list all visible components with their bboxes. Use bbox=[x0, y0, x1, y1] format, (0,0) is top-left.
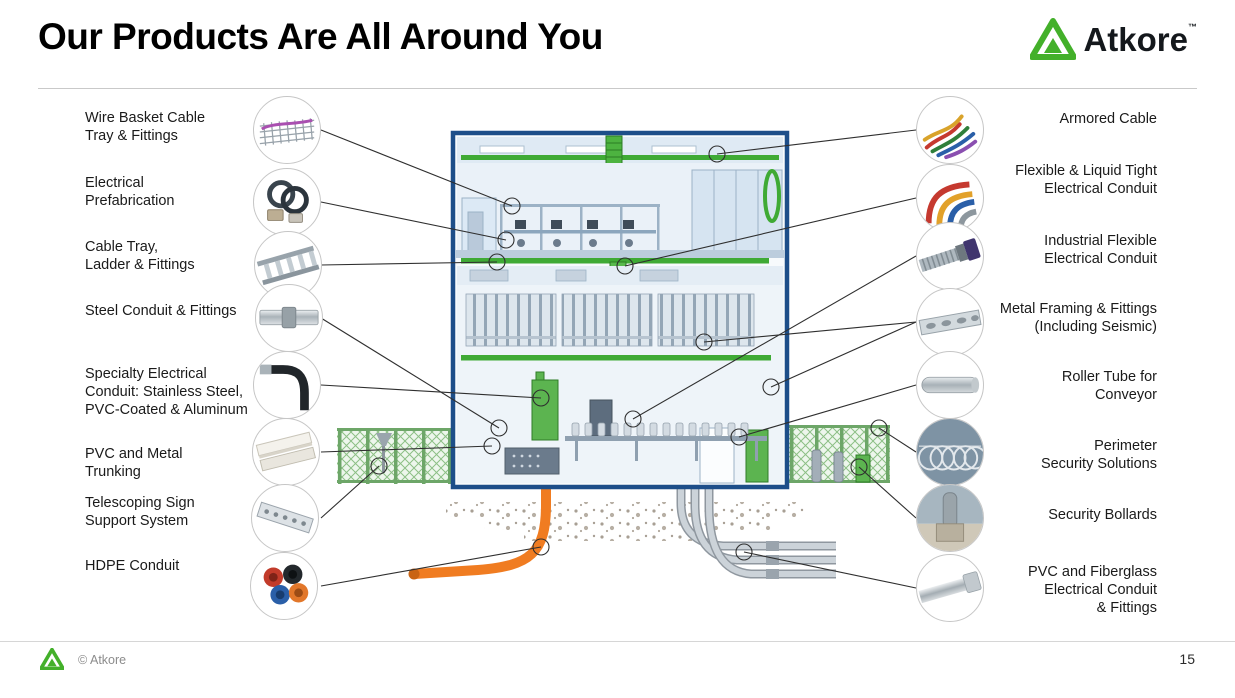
vertical-cable-tray bbox=[605, 135, 623, 165]
label-specialty-conduit: Specialty Electrical Conduit: Stainless … bbox=[85, 366, 248, 418]
thumb-steel-conduit bbox=[255, 284, 323, 352]
electrical-prefabrication-icon bbox=[267, 180, 309, 223]
thumb-hdpe-conduit bbox=[250, 552, 318, 620]
armored-cable-icon bbox=[922, 114, 978, 160]
copyright: © Atkore bbox=[78, 653, 127, 667]
label-perimeter-security: Perimeter Security Solutions bbox=[1040, 438, 1157, 472]
brand-wordmark: Atkore™ bbox=[1083, 20, 1197, 58]
thumb-flexible-liquid-tight-conduit bbox=[916, 164, 984, 232]
page-number: 15 bbox=[1179, 651, 1195, 667]
hdpe-orange-conduit bbox=[408, 480, 551, 580]
label-industrial-flexible-conduit: Industrial Flexible Electrical Conduit bbox=[1044, 233, 1157, 267]
office-cubicles bbox=[500, 204, 660, 252]
metal-framing-icon bbox=[918, 309, 982, 336]
label-telescoping-sign-support: Telescoping Sign Support System bbox=[85, 495, 195, 529]
label-cable-tray-ladder: Cable Tray, Ladder & Fittings bbox=[85, 239, 195, 273]
label-electrical-prefabrication: Electrical Prefabrication bbox=[85, 175, 175, 209]
atkore-logo-icon bbox=[1030, 18, 1077, 60]
steel-conduit-icon bbox=[259, 306, 319, 329]
thumb-roller-tube bbox=[916, 351, 984, 419]
thumb-industrial-flexible-conduit bbox=[916, 222, 984, 290]
label-armored-cable: Armored Cable bbox=[1059, 111, 1157, 127]
conveyor bbox=[565, 422, 767, 461]
underground-conduits bbox=[676, 487, 836, 579]
header-divider bbox=[38, 88, 1197, 89]
hdpe-conduit-icon bbox=[263, 564, 309, 605]
label-security-bollards: Security Bollards bbox=[1048, 507, 1157, 523]
thumb-telescoping-sign-support bbox=[251, 484, 319, 552]
thumb-pvc-fiberglass-conduit bbox=[916, 554, 984, 622]
cable-tray-ladder-icon bbox=[256, 245, 320, 286]
site-bollards bbox=[811, 449, 871, 483]
thumb-security-bollards bbox=[916, 484, 984, 552]
label-roller-tube: Roller Tube for Conveyor bbox=[1061, 369, 1157, 403]
trademark-symbol: ™ bbox=[1188, 21, 1197, 32]
flexible-liquid-tight-conduit-icon bbox=[925, 181, 977, 230]
pvc-fiberglass-conduit-icon bbox=[918, 571, 982, 604]
perimeter-security-icon bbox=[917, 419, 983, 485]
wire-basket-cable-tray-icon bbox=[259, 118, 315, 146]
label-pvc-metal-trunking: PVC and Metal Trunking bbox=[85, 446, 183, 480]
label-flexible-liquid-tight-conduit: Flexible & Liquid Tight Electrical Condu… bbox=[1015, 163, 1157, 197]
callout-markers bbox=[370, 145, 888, 561]
building-cutaway bbox=[450, 130, 790, 490]
label-steel-conduit: Steel Conduit & Fittings bbox=[85, 303, 237, 319]
thumb-electrical-prefabrication bbox=[253, 168, 321, 236]
thumb-specialty-conduit bbox=[253, 351, 321, 419]
thumb-metal-framing bbox=[916, 288, 984, 356]
specialty-conduit-icon bbox=[259, 364, 309, 411]
telescoping-sign-support-icon bbox=[256, 501, 314, 534]
footer-divider bbox=[0, 641, 1235, 642]
security-bollards-icon bbox=[917, 485, 983, 551]
industrial-flexible-conduit-icon bbox=[918, 238, 981, 273]
brand-name: Atkore bbox=[1083, 20, 1188, 58]
label-wire-basket-cable-tray: Wire Basket Cable Tray & Fittings bbox=[85, 110, 206, 144]
thumb-wire-basket-cable-tray bbox=[253, 96, 321, 164]
thumb-pvc-metal-trunking bbox=[252, 418, 320, 486]
underground-gravel bbox=[446, 502, 806, 541]
label-pvc-fiberglass-conduit: PVC and Fiberglass Electrical Conduit & … bbox=[1028, 564, 1157, 616]
thumb-perimeter-security bbox=[916, 418, 984, 486]
thumb-armored-cable bbox=[916, 96, 984, 164]
atkore-footer-logo-icon bbox=[40, 648, 64, 670]
label-hdpe-conduit: HDPE Conduit bbox=[85, 558, 180, 574]
pvc-metal-trunking-icon bbox=[255, 431, 317, 472]
callout-lines bbox=[320, 129, 917, 589]
left-fence bbox=[337, 428, 453, 484]
atkore-logo: Atkore™ bbox=[1030, 18, 1197, 60]
page-title: Our Products Are All Around You bbox=[38, 16, 603, 57]
label-metal-framing: Metal Framing & Fittings (Including Seis… bbox=[999, 301, 1157, 335]
roller-tube-icon bbox=[921, 376, 980, 394]
